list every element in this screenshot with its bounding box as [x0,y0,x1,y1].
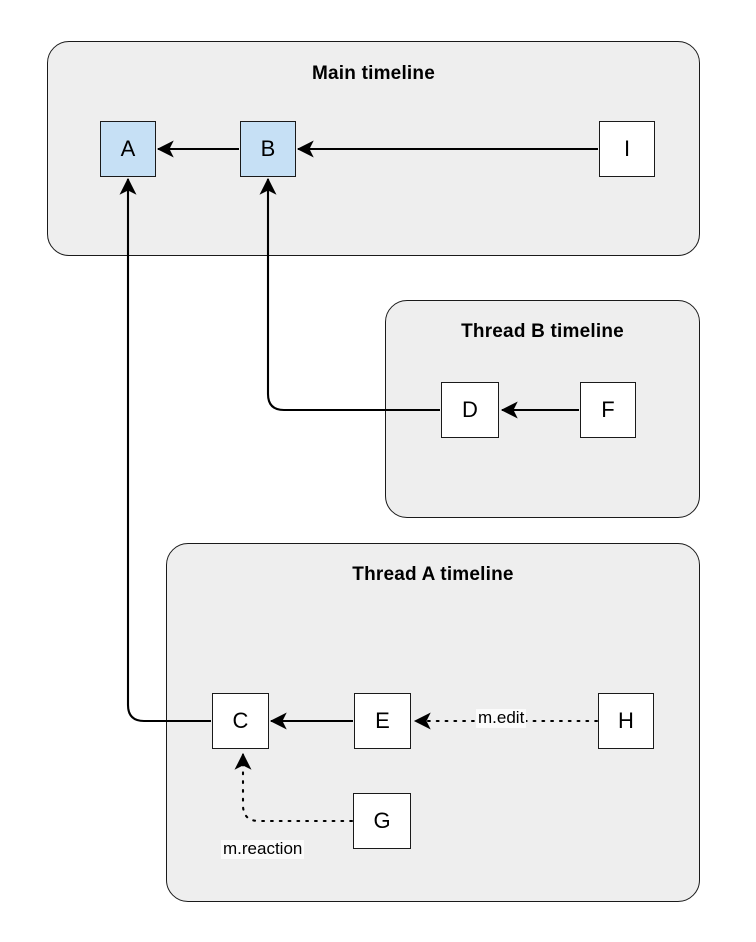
node-d-label: D [462,397,478,422]
node-a[interactable]: A [100,121,156,177]
node-b-label: B [260,136,276,161]
node-f-label: F [601,397,615,422]
edge-c-to-a [119,177,211,723]
group-title-thread-b-timeline: Thread B timeline [461,321,624,342]
edge-d-to-b [259,177,440,412]
node-i[interactable]: I [599,121,655,177]
node-b[interactable]: B [240,121,296,177]
edge-label-m-reaction: m.reaction [221,839,305,859]
node-a-label: A [120,136,136,161]
edge-label-m-edit: m.edit [476,708,527,728]
node-e-label: E [375,708,390,733]
node-g-label: G [373,808,391,833]
node-h-label: H [618,708,634,733]
group-title-main-timeline: Main timeline [312,63,435,84]
group-title-thread-a-timeline: Thread A timeline [352,564,514,585]
edge-g-to-c [234,752,354,823]
node-f[interactable]: F [580,382,636,438]
node-e[interactable]: E [354,693,411,749]
node-c-label: C [232,708,249,733]
node-i-label: I [623,136,631,161]
node-h[interactable]: H [598,693,654,749]
node-g[interactable]: G [353,793,411,849]
node-c[interactable]: C [212,693,269,749]
node-d[interactable]: D [441,382,499,438]
